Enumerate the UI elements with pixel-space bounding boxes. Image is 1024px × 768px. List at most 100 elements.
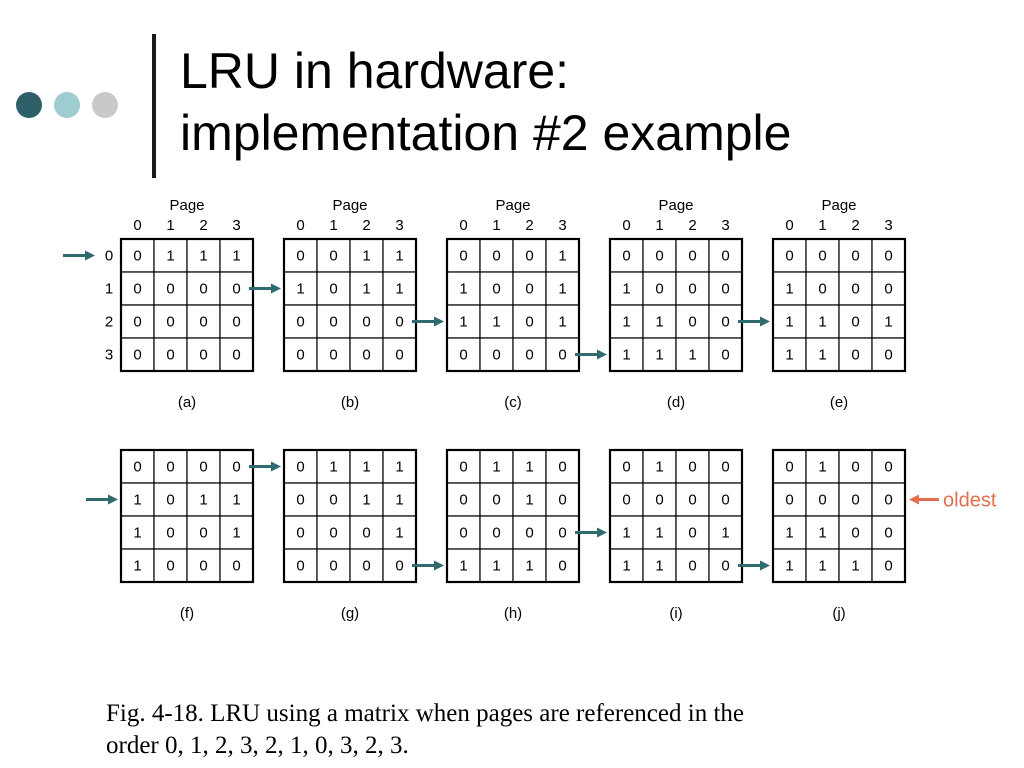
- reference-arrow: [412, 316, 444, 327]
- matrix-cell: [675, 548, 710, 583]
- reference-arrow: [575, 527, 607, 538]
- cell-value: 0: [525, 248, 533, 265]
- matrix-cell: [283, 238, 318, 273]
- column-label: 2: [851, 217, 859, 234]
- slide-title: LRU in hardware: implementation #2 examp…: [180, 40, 791, 164]
- oldest-label: oldest: [943, 490, 997, 512]
- cell-value: 1: [622, 314, 630, 331]
- page-header: Page: [821, 197, 856, 214]
- matrix-cell: [153, 548, 188, 583]
- matrix-cell: [512, 482, 547, 517]
- matrix-cell: [153, 304, 188, 339]
- cell-value: 0: [721, 248, 729, 265]
- matrix-cell: [805, 482, 840, 517]
- cell-value: 1: [818, 314, 826, 331]
- cell-value: 0: [851, 525, 859, 542]
- column-label: 3: [395, 217, 403, 234]
- reference-arrow: [738, 560, 770, 571]
- cell-value: 0: [133, 314, 141, 331]
- cell-value: 1: [558, 248, 566, 265]
- caption-line-2: order 0, 1, 2, 3, 2, 1, 0, 3, 2, 3.: [106, 732, 409, 759]
- cell-value: 0: [851, 459, 859, 476]
- matrix-border: [445, 237, 581, 373]
- matrix-cell: [153, 449, 188, 484]
- matrix-cell: [512, 515, 547, 550]
- cell-value: 1: [492, 459, 500, 476]
- cell-value: 0: [688, 248, 696, 265]
- cell-value: 0: [362, 525, 370, 542]
- cell-value: 0: [459, 248, 467, 265]
- cell-value: 1: [133, 492, 141, 509]
- cell-value: 1: [199, 248, 207, 265]
- column-label: 0: [133, 217, 141, 234]
- cell-value: 1: [395, 281, 403, 298]
- cell-value: 0: [688, 525, 696, 542]
- matrix-cell: [153, 271, 188, 306]
- cell-value: 0: [296, 459, 304, 476]
- cell-value: 0: [558, 459, 566, 476]
- cell-value: 0: [362, 347, 370, 364]
- cell-value: 0: [166, 492, 174, 509]
- matrix-cell: [219, 482, 254, 517]
- matrix-cell: [219, 271, 254, 306]
- cell-value: 0: [296, 492, 304, 509]
- matrix-cell: [479, 271, 514, 306]
- matrix-cell: [153, 337, 188, 372]
- matrix-cell: [772, 304, 807, 339]
- matrix-cell: [871, 304, 906, 339]
- cell-value: 0: [622, 492, 630, 509]
- cell-value: 0: [884, 459, 892, 476]
- cell-value: 1: [296, 281, 304, 298]
- cell-value: 0: [492, 347, 500, 364]
- oldest-arrow: [909, 494, 939, 505]
- cell-value: 0: [199, 459, 207, 476]
- cell-value: 0: [362, 314, 370, 331]
- cell-value: 1: [133, 525, 141, 542]
- cell-value: 1: [362, 281, 370, 298]
- cell-value: 0: [851, 314, 859, 331]
- cell-value: 1: [395, 492, 403, 509]
- column-label: 0: [785, 217, 793, 234]
- matrix-cell: [316, 238, 351, 273]
- cell-value: 1: [785, 347, 793, 364]
- cell-value: 1: [622, 525, 630, 542]
- cell-value: 0: [329, 281, 337, 298]
- matrix-cell: [708, 548, 743, 583]
- column-label: 0: [459, 217, 467, 234]
- column-label: 0: [296, 217, 304, 234]
- cell-value: 1: [362, 248, 370, 265]
- cell-value: 0: [232, 314, 240, 331]
- cell-value: 1: [655, 558, 663, 575]
- cell-value: 0: [166, 525, 174, 542]
- decorative-dots: [16, 92, 118, 118]
- cell-value: 0: [296, 248, 304, 265]
- cell-value: 0: [558, 525, 566, 542]
- cell-value: 0: [525, 347, 533, 364]
- cell-value: 0: [133, 459, 141, 476]
- matrix-border: [119, 237, 255, 373]
- matrix-label: (d): [667, 394, 685, 411]
- cell-value: 0: [296, 314, 304, 331]
- matrix-cell: [349, 337, 384, 372]
- column-label: 3: [884, 217, 892, 234]
- column-label: 0: [622, 217, 630, 234]
- cell-value: 0: [199, 314, 207, 331]
- cell-value: 0: [459, 525, 467, 542]
- cell-value: 1: [492, 314, 500, 331]
- cell-value: 0: [199, 347, 207, 364]
- matrix-cell: [871, 449, 906, 484]
- column-label: 2: [199, 217, 207, 234]
- matrix-cell: [609, 271, 644, 306]
- dot-light: [54, 92, 80, 118]
- matrix-label: (e): [830, 394, 848, 411]
- matrix-cell: [642, 515, 677, 550]
- cell-value: 0: [851, 347, 859, 364]
- cell-value: 0: [721, 281, 729, 298]
- matrix-cell: [283, 548, 318, 583]
- matrix-label: (c): [504, 394, 522, 411]
- cell-value: 0: [296, 347, 304, 364]
- column-label: 1: [492, 217, 500, 234]
- cell-value: 0: [329, 525, 337, 542]
- row-label: 3: [105, 347, 113, 364]
